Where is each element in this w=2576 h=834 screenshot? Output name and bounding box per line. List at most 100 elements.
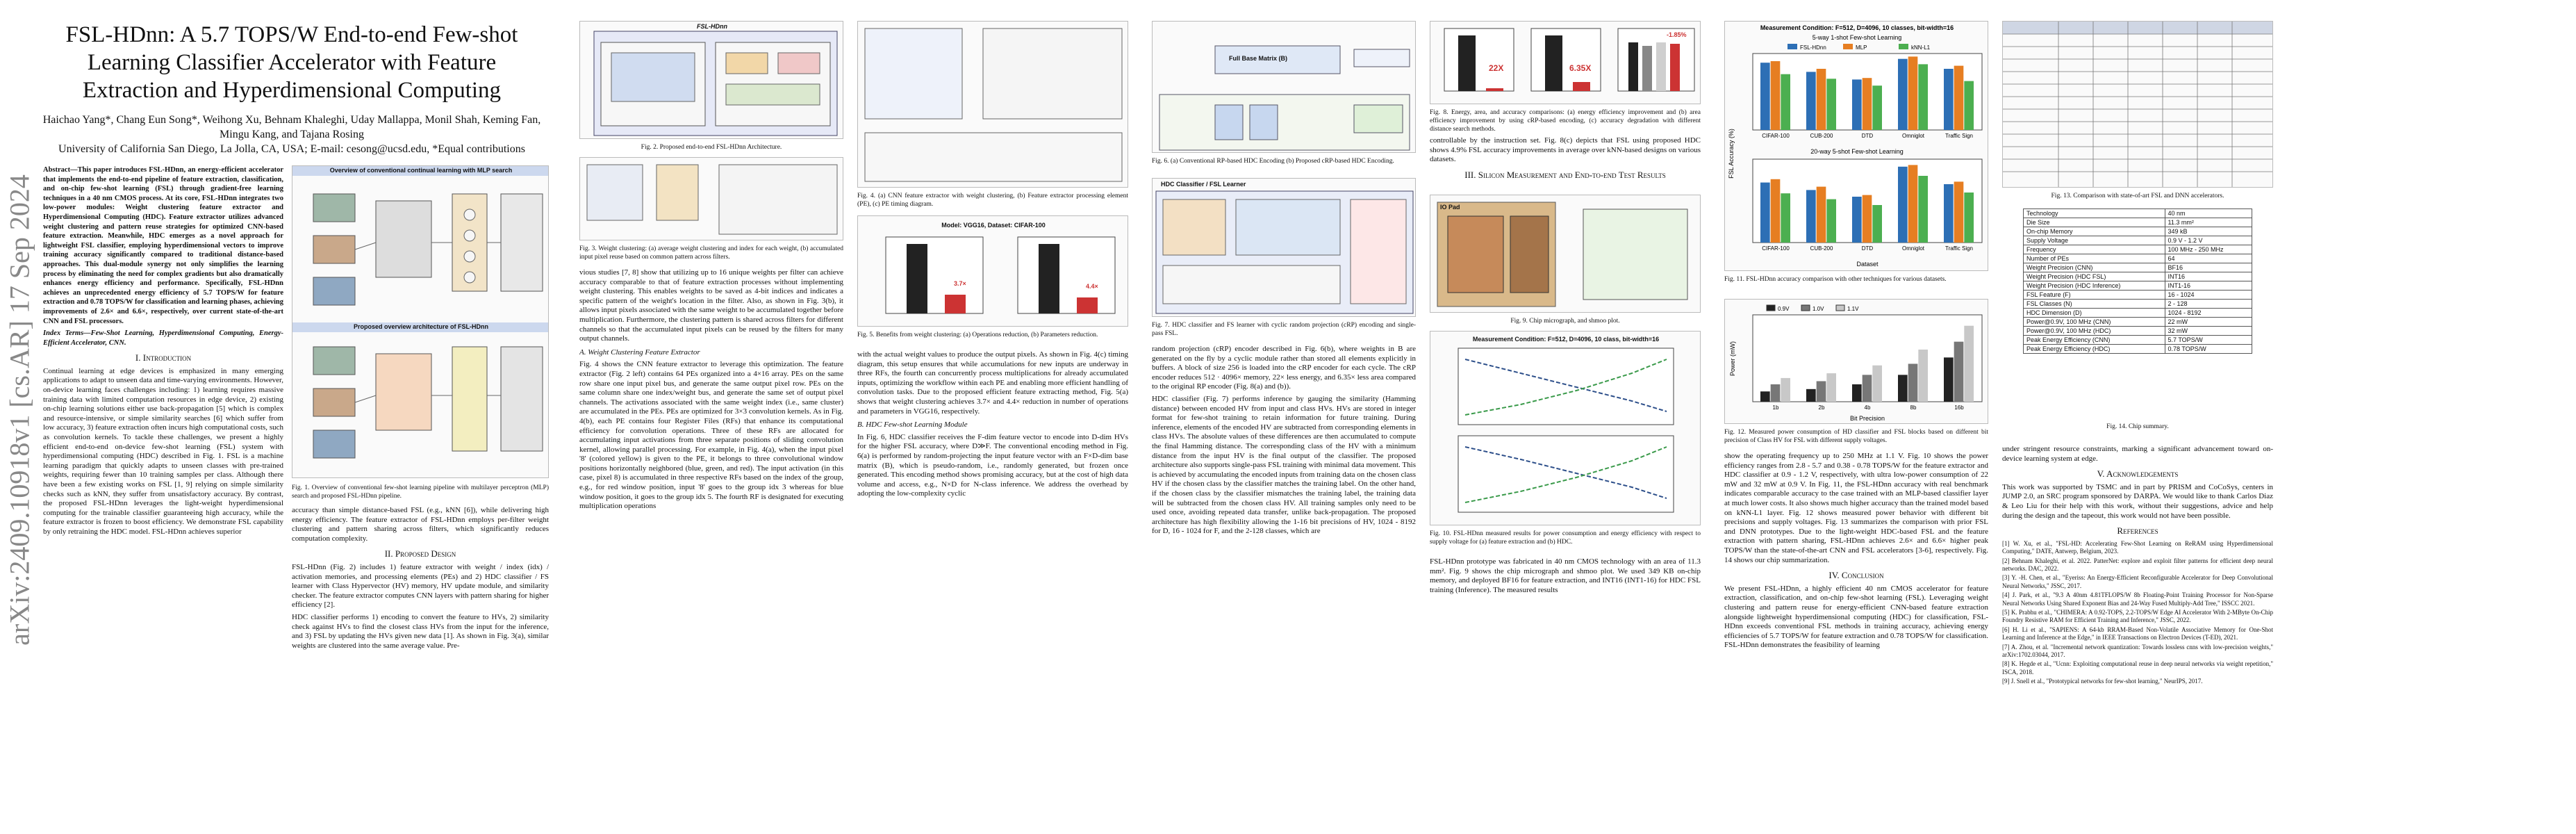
figure-13-table: [2003, 22, 2272, 187]
figure-9: IO Pad: [1430, 195, 1701, 313]
paragraph: FSL-HDnn prototype was fabricated in 40 …: [1430, 557, 1701, 594]
bar: [1852, 197, 1862, 243]
reference-item: [9] J. Snell et al., "Prototypical netwo…: [2002, 678, 2203, 685]
paragraph: In Fig. 6, HDC classifier receives the F…: [857, 432, 1128, 498]
figure-8: 22X 6.35X -1.85%: [1430, 21, 1701, 104]
figure-2-title: FSL-HDnn: [697, 23, 727, 30]
figure-10-title: Measurement Condition: F=512, D=4096, 10…: [1472, 336, 1660, 343]
paper-page-2: FSL-HDnn Fig. 2. Proposed end-to-end FSL…: [572, 0, 1137, 834]
table-cell: FSL Classes (N): [2023, 299, 2165, 309]
affiliation: University of California San Diego, La J…: [58, 143, 525, 155]
figure-11-caption: Fig. 11. FSL-HDnn accuracy comparison wi…: [1724, 276, 1947, 283]
table-cell: On-chip Memory: [2023, 227, 2165, 236]
table-cell: Peak Energy Efficiency (HDC): [2023, 344, 2165, 354]
paragraph: random projection (cRP) encoder describe…: [1152, 345, 1416, 391]
tick-label: 8b: [1910, 404, 1917, 411]
figure-1-top-title: Overview of conventional continual learn…: [329, 167, 513, 174]
figure-2: FSL-HDnn: [579, 21, 843, 139]
chart-title: Measurement Condition: F=512, D=4096, 10…: [1760, 24, 1954, 31]
tick-label: DTD: [1862, 133, 1874, 139]
paragraph: accuracy than simple distance-based FSL …: [292, 506, 549, 543]
table-cell: 2 - 128: [2164, 299, 2252, 309]
legend-label: 1.0V: [1813, 306, 1824, 312]
tick-label: Traffic Sign: [1945, 245, 1973, 252]
legend-swatch: [1787, 44, 1797, 49]
bar: [1872, 85, 1882, 130]
bar: [1826, 79, 1836, 130]
reference-item: [6] H. Li et al., "SAPIENS: A 64-kb RRAM…: [2002, 626, 2273, 641]
bar: [1908, 363, 1918, 402]
legend-swatch: [1899, 44, 1908, 49]
figure-13: [2002, 21, 2273, 188]
legend-label: 1.1V: [1847, 306, 1859, 312]
column-left: vious studies [7, 8] show that utilizing…: [579, 268, 843, 824]
figure-12-caption: Fig. 12. Measured power consumption of H…: [1724, 429, 1988, 444]
bar: [1781, 74, 1790, 130]
reference-item: [7] A. Zhou, et al. "Incremental network…: [2002, 643, 2273, 659]
bar: [1760, 63, 1770, 130]
figure-11-chart: Measurement Condition: F=512, D=4096, 10…: [1728, 24, 1983, 268]
table-cell: 5.7 TOPS/W: [2164, 335, 2252, 345]
column-left: Abstract—This paper introduces FSL-HDnn,…: [43, 165, 283, 826]
table-row: FSL Classes (N)2 - 128: [2023, 299, 2252, 309]
column-left: show the operating frequency up to 250 M…: [1724, 452, 1988, 826]
bar: [1770, 384, 1781, 402]
table-row: Weight Precision (CNN)BF16: [2023, 263, 2252, 272]
column-right: with the actual weight values to produce…: [857, 350, 1128, 826]
bar: [1918, 176, 1928, 243]
table-cell: 0.9 V - 1.2 V: [2164, 236, 2252, 245]
paper-page-5: [2290, 0, 2576, 834]
figure-7-caption: Fig. 7. HDC classifier and FS learner wi…: [1152, 322, 1416, 337]
bar: [1852, 384, 1862, 402]
figure-11: Measurement Condition: F=512, D=4096, 10…: [1724, 21, 1988, 271]
figure-2-diagram: [593, 31, 838, 136]
table-cell: 40 nm: [2164, 208, 2252, 218]
figure-7-title: HDC Classifier / FSL Learner: [1161, 181, 1246, 188]
table-cell: HDC Dimension (D): [2023, 308, 2165, 318]
figure-7: HDC Classifier / FSL Learner: [1152, 178, 1416, 317]
table-row: Power@0.9V, 100 MHz (HDC)32 mW: [2023, 326, 2252, 336]
table-cell: 1024 - 8192: [2164, 308, 2252, 318]
subsection-heading: B. HDC Few-shot Learning Module: [857, 420, 968, 430]
bar: [1954, 181, 1964, 243]
figure-10-caption: Fig. 10. FSL-HDnn measured results for p…: [1430, 530, 1701, 546]
tick-label: DTD: [1862, 245, 1874, 252]
paragraph: under stringent resource constraints, ma…: [2002, 445, 2273, 463]
table-row: Weight Precision (HDC FSL)INT16: [2023, 272, 2252, 281]
paragraph: with the actual weight values to produce…: [857, 350, 1128, 416]
bar: [1898, 166, 1908, 243]
bar: [1770, 179, 1781, 243]
y-axis-label: Power (mW): [1729, 341, 1736, 376]
table-cell: Frequency: [2023, 245, 2165, 254]
bar: [1760, 391, 1770, 402]
figure-8-chart: [1444, 28, 1695, 92]
bar: [1954, 341, 1964, 402]
bar: [1806, 389, 1816, 402]
tick-label: Traffic Sign: [1945, 133, 1973, 139]
figure-10: Measurement Condition: F=512, D=4096, 10…: [1430, 331, 1701, 525]
figure-5-title: Model: VGG16, Dataset: CIFAR-100: [941, 222, 1046, 229]
tick-label: CIFAR-100: [1762, 133, 1790, 139]
figure-3-diagram: [586, 164, 838, 235]
figure-14-caption: Fig. 14. Chip summary.: [2106, 423, 2169, 430]
figure-1-caption: Fig. 1. Overview of conventional few-sho…: [292, 484, 549, 500]
bar: [1816, 69, 1826, 130]
legend-label: MLP: [1856, 44, 1867, 51]
figure-5: Model: VGG16, Dataset: CIFAR-100 3.7× 4.…: [857, 215, 1128, 327]
table-cell: Peak Energy Efficiency (CNN): [2023, 335, 2165, 345]
section-heading: III. Silicon Measurement and End-to-end …: [1464, 169, 1666, 180]
paragraph: vious studies [7, 8] show that utilizing…: [579, 268, 843, 343]
figure-3-caption: Fig. 3. Weight clustering: (a) average w…: [579, 245, 843, 261]
bar: [1918, 350, 1928, 402]
table-cell: Die Size: [2023, 218, 2165, 227]
reference-item: [2] Behnam Khaleghi, et al. 2022. Patter…: [2002, 557, 2273, 572]
paper-page-3: Full Base Matrix (B) Fig. 6. (a) Convent…: [1145, 0, 1709, 834]
tick-label: 4b: [1865, 404, 1871, 411]
figure-8-caption: Fig. 8. Energy, area, and accuracy compa…: [1430, 109, 1701, 133]
figure-1-bottom-title: Proposed overview architecture of FSL-HD…: [353, 323, 489, 330]
section-heading: II. Proposed Design: [384, 548, 456, 559]
